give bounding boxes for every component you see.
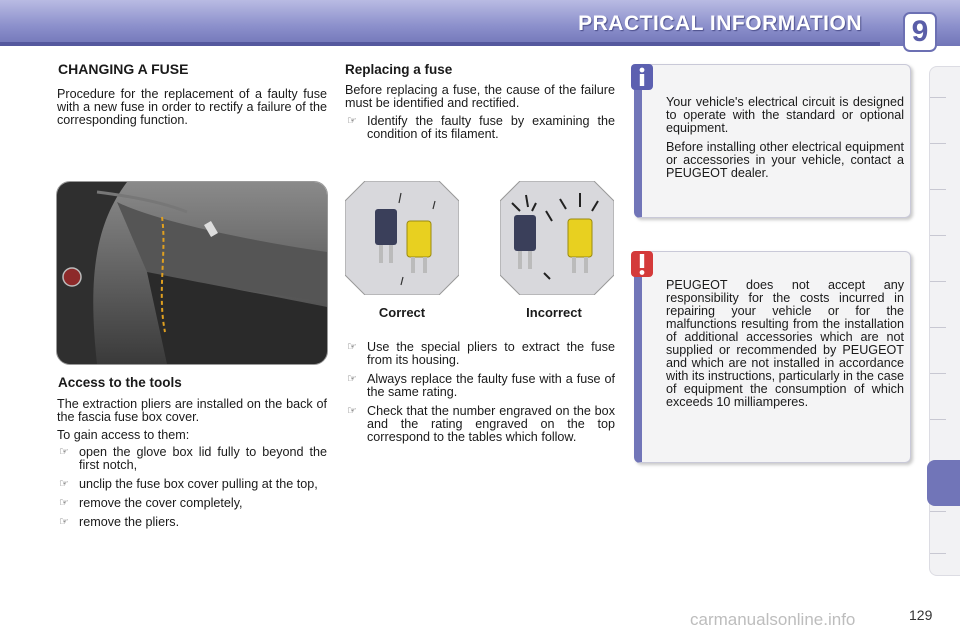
access-steps-list: ☞open the glove box lid fully to beyond …: [57, 446, 327, 529]
replacing-intro: Before replacing a fuse, the cause of th…: [345, 83, 615, 110]
pointing-hand-icon: ☞: [59, 446, 69, 458]
info-icon: [631, 64, 653, 90]
pointing-hand-icon: ☞: [59, 516, 69, 528]
info-paragraph: Before installing other electrical equip…: [666, 140, 904, 180]
info-paragraph: Your vehicle's electrical circuit is des…: [666, 95, 904, 135]
access-intro: The extraction pliers are installed on t…: [57, 397, 327, 424]
info-note: Your vehicle's electrical circuit is des…: [631, 64, 911, 218]
glove-box-illustration: [57, 182, 327, 364]
intro-paragraph: Procedure for the replacement of a fault…: [57, 87, 327, 127]
incorrect-fuse-illustration: [499, 180, 615, 296]
pointing-hand-icon: ☞: [347, 341, 357, 353]
access-lead: To gain access to them:: [57, 428, 190, 442]
left-column: CHANGING A FUSE Procedure for the replac…: [57, 61, 327, 132]
list-item: ☞remove the cover completely,: [59, 496, 243, 510]
replacing-steps-list: ☞Use the special pliers to extract the f…: [345, 341, 615, 444]
pointing-hand-icon: ☞: [59, 478, 69, 490]
warning-note: PEUGEOT does not accept any responsibili…: [631, 251, 911, 463]
page-number: 129: [909, 607, 933, 623]
identify-step-list: ☞Identify the faulty fuse by examining t…: [345, 115, 615, 141]
list-item: ☞open the glove box lid fully to beyond …: [59, 445, 327, 472]
header-stripe: [0, 42, 880, 46]
chapter-tab-active[interactable]: [927, 460, 960, 506]
page-title: PRACTICAL INFORMATION: [578, 12, 862, 35]
list-item: ☞Use the special pliers to extract the f…: [347, 340, 615, 367]
replacing-steps: ☞Use the special pliers to extract the f…: [345, 341, 615, 450]
list-item: ☞Always replace the faulty fuse with a f…: [347, 372, 615, 399]
list-item: ☞unclip the fuse box cover pulling at th…: [59, 477, 318, 491]
pointing-hand-icon: ☞: [347, 405, 357, 417]
pointing-hand-icon: ☞: [59, 497, 69, 509]
correct-label: Correct: [378, 305, 426, 320]
replacing-heading: Replacing a fuse: [345, 62, 453, 77]
middle-column: Replacing a fuse Before replacing a fuse…: [345, 63, 615, 147]
page-header: PRACTICAL INFORMATION 9: [0, 0, 960, 52]
chapter-number: 9: [911, 15, 929, 48]
access-heading: Access to the tools: [58, 375, 182, 390]
chapter-badge: 9: [903, 12, 937, 52]
pointing-hand-icon: ☞: [347, 373, 357, 385]
pointing-hand-icon: ☞: [347, 115, 357, 127]
warning-paragraph: PEUGEOT does not accept any responsibili…: [666, 278, 904, 409]
exclamation-icon: [631, 251, 653, 277]
list-item: ☞Identify the faulty fuse by examining t…: [347, 114, 615, 141]
section-heading: CHANGING A FUSE: [58, 61, 189, 77]
list-item: ☞Check that the number engraved on the b…: [347, 404, 615, 444]
access-section: Access to the tools The extraction plier…: [57, 376, 327, 535]
watermark: carmanualsonline.info: [690, 610, 856, 629]
correct-fuse-illustration: [344, 180, 460, 296]
list-item: ☞remove the pliers.: [59, 515, 180, 529]
glove-box-photo: [56, 181, 328, 365]
incorrect-label: Incorrect: [526, 305, 582, 320]
